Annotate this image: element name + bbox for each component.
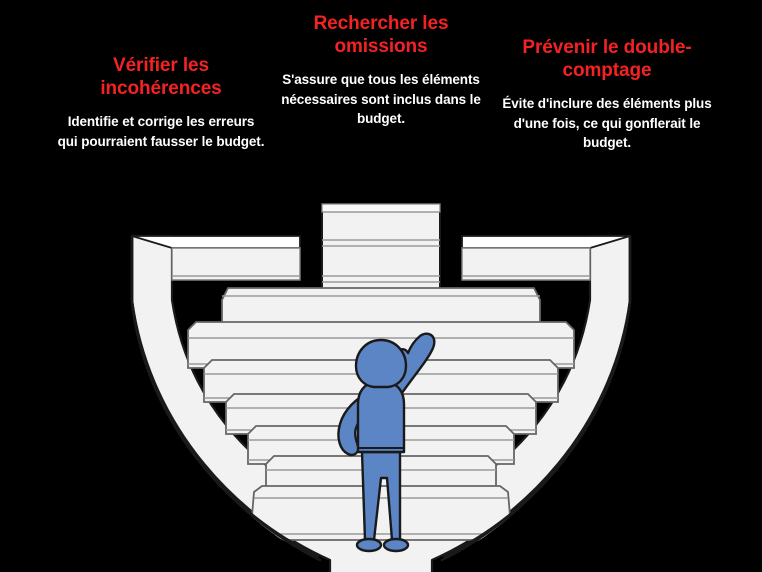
left-black-mask bbox=[0, 300, 318, 572]
column-body: Évite d'inclure des éléments plus d'une … bbox=[502, 96, 712, 151]
person-head bbox=[354, 338, 408, 389]
column-title: Vérifier les incohérences bbox=[100, 55, 222, 100]
column-title: Rechercher les omissions bbox=[313, 13, 449, 58]
column-title: Prévenir le double-comptage bbox=[522, 37, 692, 82]
person-left-shoe bbox=[355, 537, 383, 553]
column-body: Identifie et corrige les erreurs qui pou… bbox=[57, 114, 265, 149]
person-right-shoe bbox=[382, 537, 410, 553]
column-body: S'assure que tous les éléments nécessair… bbox=[281, 72, 481, 127]
person-figure bbox=[337, 332, 436, 553]
right-silhouette-edge bbox=[440, 236, 632, 562]
column-rechercher-les-omissions: Rechercher les omissions S'assure que to… bbox=[272, 12, 490, 129]
column-verifier-les-incoherences: Vérifier les incohérences Identifie et c… bbox=[56, 54, 266, 151]
person-torso bbox=[356, 380, 406, 454]
right-black-mask bbox=[444, 300, 762, 572]
right-shelf bbox=[461, 235, 632, 451]
left-silhouette-edge bbox=[130, 236, 322, 562]
column-prevenir-le-double-comptage: Prévenir le double-comptage Évite d'incl… bbox=[496, 36, 718, 153]
